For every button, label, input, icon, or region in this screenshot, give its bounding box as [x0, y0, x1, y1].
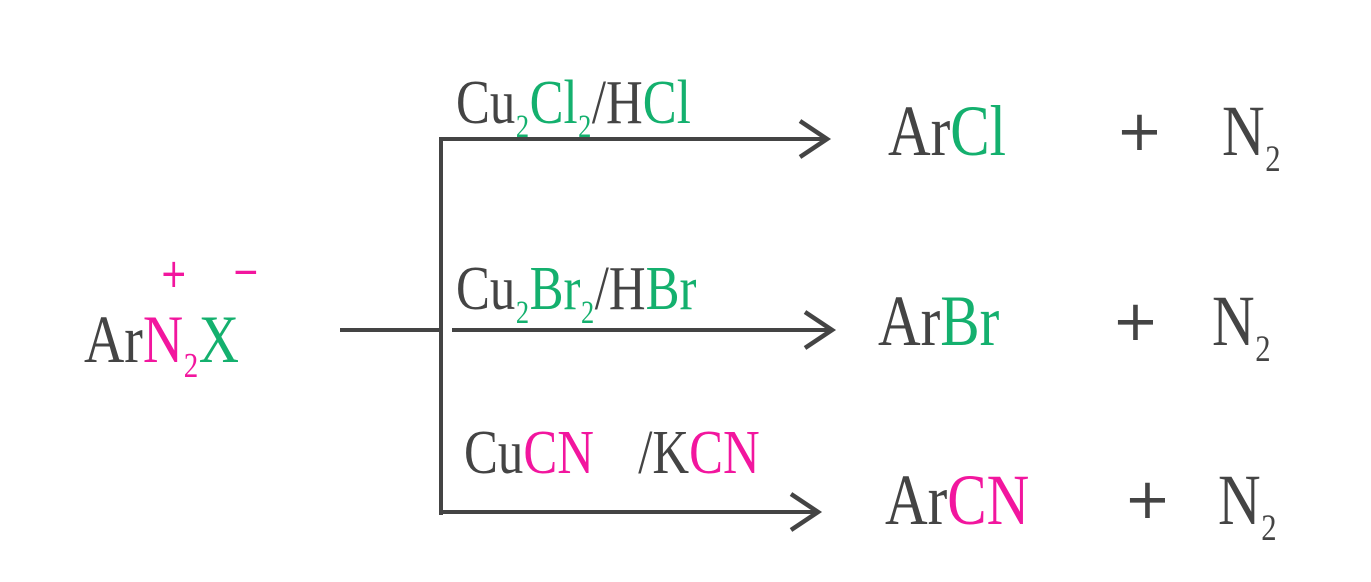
- product-1-ar: Ar: [888, 91, 951, 171]
- reactant-ar: Ar: [84, 301, 143, 377]
- product-3-group: CN: [947, 460, 1030, 540]
- product-2-group: Br: [940, 281, 1000, 361]
- product-1-plus: +: [1116, 99, 1163, 164]
- negative-charge: −: [232, 249, 260, 295]
- reagent-2-acid-h: H: [608, 255, 646, 323]
- reagent-1-acid-h: H: [606, 69, 643, 137]
- reagent-1: Cu2Cl2/HCl: [456, 69, 691, 142]
- reagent-3-cn: CN: [523, 419, 594, 487]
- product-3-ar: Ar: [885, 460, 948, 540]
- reagent-2: Cu2Br2/HBr: [456, 255, 697, 328]
- reagent-2-acid-halogen: Br: [645, 255, 697, 323]
- product-3-nitrogen: N2: [1218, 464, 1277, 547]
- arrow-2-head: [803, 310, 837, 350]
- product-2-ar: Ar: [878, 281, 941, 361]
- product-1-n: N: [1222, 91, 1265, 171]
- reagent-2-halogen: Br: [529, 255, 581, 323]
- reagent-2-halogen-subscript: 2: [580, 293, 595, 330]
- reagent-3: CuCN/KCN: [464, 422, 760, 484]
- arrow-1-head: [798, 119, 832, 159]
- reactant-n: N: [142, 301, 184, 377]
- reagent-2-slash: /: [594, 255, 609, 323]
- reagent-1-halogen: Cl: [529, 69, 578, 137]
- reagent-1-slash: /: [591, 69, 607, 137]
- reactant-formula: ArN2X: [84, 305, 239, 383]
- product-1-nitrogen: N2: [1222, 95, 1281, 178]
- reagent-1-cu: Cu: [456, 69, 516, 137]
- product-3: ArCN: [885, 464, 1029, 536]
- reactant-x: X: [198, 301, 240, 377]
- product-3-plus: +: [1124, 467, 1171, 532]
- reagent-3-k: K: [652, 419, 690, 487]
- product-2-nitrogen: N2: [1212, 285, 1271, 368]
- reagent-1-cu-subscript: 2: [515, 107, 530, 144]
- reagent-2-cu-subscript: 2: [515, 293, 530, 330]
- positive-charge: +: [160, 251, 188, 297]
- product-1-n-subscript: 2: [1265, 138, 1281, 180]
- product-2-n-subscript: 2: [1255, 328, 1271, 370]
- product-3-n: N: [1218, 460, 1261, 540]
- product-2-n: N: [1212, 281, 1255, 361]
- product-2: ArBr: [878, 285, 999, 357]
- product-1: ArCl: [888, 95, 1006, 167]
- reagent-3-slash: /: [638, 419, 653, 487]
- reagent-2-cu: Cu: [456, 255, 516, 323]
- reagent-1-halogen-subscript: 2: [578, 107, 592, 144]
- arrow-3-head: [789, 492, 823, 532]
- reagent-1-acid-halogen: Cl: [642, 69, 691, 137]
- reactant-n-subscript: 2: [183, 344, 199, 385]
- reagent-3-cu: Cu: [464, 419, 524, 487]
- reagent-3-kcn: CN: [689, 419, 760, 487]
- product-2-plus: +: [1112, 289, 1159, 354]
- product-3-n-subscript: 2: [1261, 507, 1277, 549]
- product-1-group: Cl: [950, 91, 1007, 171]
